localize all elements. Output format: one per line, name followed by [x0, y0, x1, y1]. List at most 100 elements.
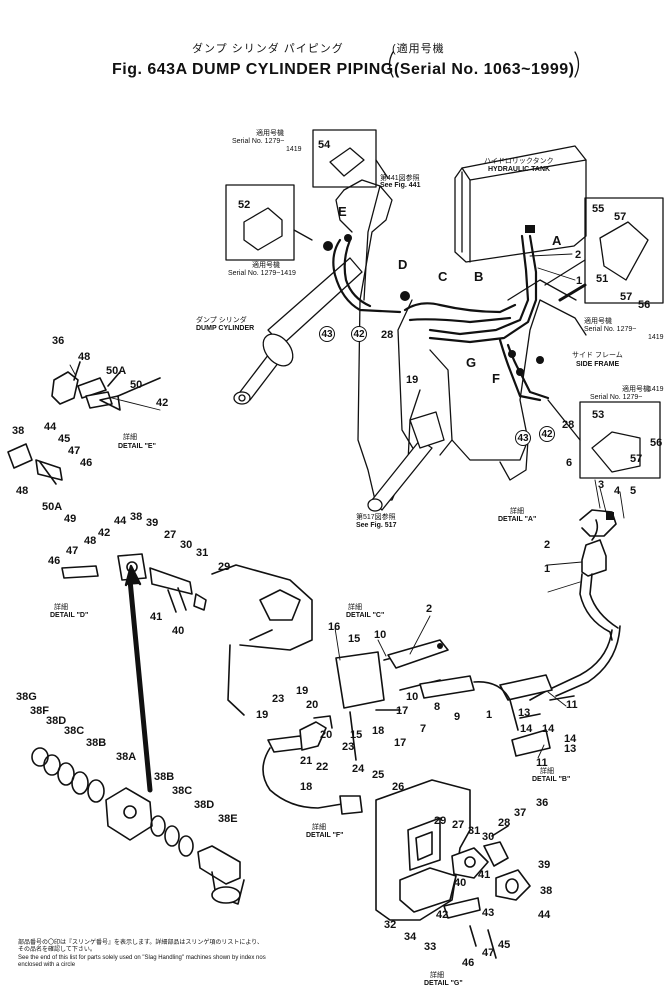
callout-2-c: 2: [426, 603, 433, 615]
side-frame-label-jp: サイド フレーム: [572, 352, 623, 359]
detail-marker-b: B: [474, 269, 484, 284]
detail-b-label: DETAIL "B": [532, 776, 571, 783]
see-fig-441-label-jp: 第441図参照: [380, 175, 420, 182]
callout-7-c: 7: [420, 723, 427, 735]
callout-29: 29: [218, 561, 231, 573]
callout-40-d: 40: [172, 625, 185, 637]
footnote-english: See the end of this list for parts solel…: [18, 955, 266, 968]
callout-43-g: 43: [482, 907, 495, 919]
dump-cylinder-drawing: [233, 257, 363, 405]
callout-44-g: 44: [538, 909, 551, 921]
callout-40-g: 40: [454, 877, 467, 889]
detail-f-label-jp: 詳細: [312, 824, 326, 831]
callout-5-a: 5: [630, 485, 637, 497]
callout-19-f: 19: [296, 685, 309, 697]
detail-e-label-jp: 詳細: [123, 434, 137, 441]
detail-g-label-jp: 詳細: [430, 972, 444, 979]
callout-46-e: 46: [80, 457, 93, 469]
callout-42-d: 42: [98, 527, 111, 539]
title-paren-left: [388, 51, 394, 78]
callout-1: 1: [576, 275, 583, 287]
callout-50A-e2: 50A: [42, 501, 63, 513]
callout-31-g: 31: [468, 825, 481, 837]
serial-label-52: Serial No. 1279~1419: [228, 270, 296, 277]
callout-55: 55: [592, 203, 605, 215]
callout-43-right: 43: [515, 430, 531, 446]
callout-24-f: 24: [352, 763, 365, 775]
callout-52: 52: [238, 199, 251, 211]
callout-1-a: 1: [544, 563, 551, 575]
title-japanese-serial: (適用号機: [392, 43, 445, 55]
callout-38E: 38E: [218, 813, 238, 825]
callout-23-f: 23: [272, 693, 285, 705]
see-fig-517-label-jp: 第517図参照: [356, 514, 396, 521]
callout-4-a: 4: [614, 485, 621, 497]
serial-label-jp-54: 適用号機: [256, 130, 284, 137]
callout-14-b: 14: [542, 723, 555, 735]
callout-45-g: 45: [498, 939, 511, 951]
detail-marker-e: E: [338, 204, 347, 219]
detail-g-drawing: [375, 779, 531, 959]
detail-a-label: DETAIL "A": [498, 516, 537, 523]
serial-label-54: Serial No. 1279~: [232, 138, 285, 145]
callout-50-e: 50: [130, 379, 143, 391]
callout-27-g: 27: [452, 819, 465, 831]
callout-38B-right: 38B: [154, 771, 175, 783]
see-fig-517-label: See Fig. 517: [356, 522, 397, 529]
detail-f-drawing: [262, 715, 363, 815]
hydraulic-tank-drawing: [454, 145, 587, 263]
callout-38C-right: 38C: [172, 785, 193, 797]
fittings: [323, 225, 614, 649]
callout-38-g: 38: [540, 885, 553, 897]
callout-42-e: 42: [156, 397, 169, 409]
assembly-arrow: [127, 577, 153, 793]
serial-label-55: Serial No. 1279~: [584, 326, 637, 333]
callout-51: 51: [596, 273, 609, 285]
callout-13-b2: 13: [564, 743, 577, 755]
detail-a-label-jp: 詳細: [510, 508, 524, 515]
detail-c-label: DETAIL "C": [346, 612, 385, 619]
callout-23-c: 23: [342, 741, 355, 753]
callout-27-d: 27: [164, 529, 177, 541]
detail-marker-g: G: [466, 355, 477, 370]
detail-a-drawing: [529, 509, 621, 701]
callout-44-d: 44: [114, 515, 127, 527]
callout-14-b2: 14: [520, 723, 533, 735]
callout-45-e: 45: [58, 433, 71, 445]
frame-drawing: [335, 179, 587, 501]
callout-39-g: 39: [538, 859, 551, 871]
callout-11-b2: 11: [536, 757, 548, 769]
callout-47-d: 47: [66, 545, 79, 557]
detail-e-drawing: [7, 361, 161, 485]
callout-53: 53: [592, 409, 605, 421]
detail-c-label-jp: 詳細: [348, 604, 362, 611]
detail-b-drawing: [499, 674, 575, 757]
seal-stack-drawing: [31, 747, 245, 905]
callout-38D-right: 38D: [194, 799, 215, 811]
callout-57-box: 57: [630, 453, 643, 465]
serial-label-jp-52: 適用号機: [252, 262, 280, 269]
callout-41-g: 41: [478, 869, 491, 881]
callout-28-left: 28: [381, 329, 394, 341]
inset-box-55: [584, 197, 664, 304]
callout-37-g: 37: [514, 807, 527, 819]
callout-17-c2: 17: [394, 737, 407, 749]
callout-1-c: 1: [486, 709, 493, 721]
callout-19-f2: 19: [256, 709, 269, 721]
title-paren-right: [574, 51, 580, 78]
leader-lines: [69, 253, 625, 759]
detail-d-label: DETAIL "D": [50, 612, 89, 619]
page-title: Fig. 643A DUMP CYLINDER PIPING: [112, 61, 394, 78]
callout-38C-left: 38C: [64, 725, 85, 737]
serial-label-jp-53: 適用号機: [622, 386, 650, 393]
callout-28-g: 28: [498, 817, 511, 829]
callout-30-g: 30: [482, 831, 495, 843]
callout-18-c: 18: [372, 725, 385, 737]
see-fig-441-label: See Fig. 441: [380, 182, 421, 189]
callout-42-g: 42: [436, 909, 449, 921]
callout-10-c: 10: [374, 629, 387, 641]
callout-48-e2: 48: [16, 485, 29, 497]
callout-57-lower: 57: [620, 291, 633, 303]
detail-b-label-jp: 詳細: [540, 768, 554, 775]
